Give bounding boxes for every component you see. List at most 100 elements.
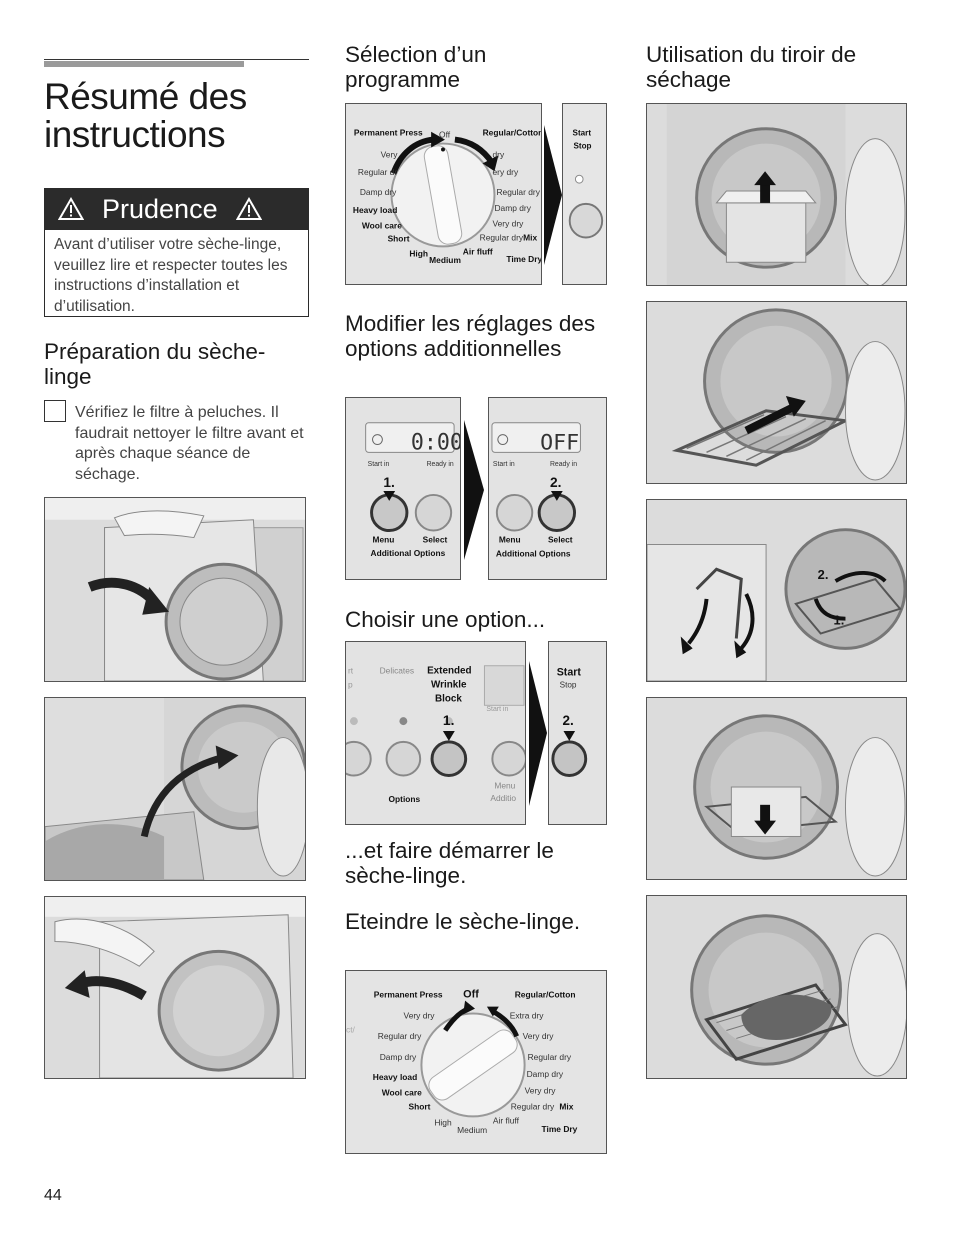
options-panel-step1: 0:00 Start in Ready in 1. Menu Select Ad… bbox=[345, 397, 461, 580]
dial-label: Regular dry bbox=[496, 187, 540, 197]
start-in-label: Start in bbox=[368, 461, 390, 468]
dial-label: Very dry bbox=[523, 1031, 555, 1041]
dial-label: ct/ bbox=[346, 1024, 356, 1034]
dial-label: Damp dry bbox=[527, 1069, 564, 1079]
illustration-insert-rack bbox=[646, 301, 907, 484]
warning-triangle-icon bbox=[235, 197, 262, 220]
title-rule-thin bbox=[44, 59, 309, 60]
display-readout: OFF bbox=[540, 430, 579, 455]
step-number: 2. bbox=[818, 567, 829, 582]
checklist-checkbox[interactable] bbox=[44, 400, 66, 422]
select-label: Select bbox=[423, 534, 448, 544]
dial-label: Regular/Cotton bbox=[515, 990, 576, 1000]
caution-title: Prudence bbox=[102, 193, 218, 224]
illustration-close-door bbox=[44, 896, 306, 1079]
select-label: Select bbox=[548, 534, 573, 544]
dial-label: Heavy load bbox=[353, 205, 397, 215]
dial-label: High bbox=[409, 248, 428, 258]
page-title: Résumé des instructions bbox=[44, 76, 247, 155]
page-number: 44 bbox=[44, 1187, 62, 1204]
wrinkle-label: Wrinkle bbox=[431, 679, 467, 690]
dial-label: Extra dry bbox=[510, 1010, 544, 1020]
illustration-rack-legs: 2. 1. bbox=[646, 499, 907, 682]
start-label: Start bbox=[557, 667, 582, 679]
dial-label: Short bbox=[388, 233, 410, 243]
dial-label: Very bbox=[381, 149, 399, 159]
dial-label: Damp dry bbox=[494, 203, 531, 213]
delicates-label: Delicates bbox=[380, 666, 415, 676]
prep-check-text: Vérifiez le filtre à peluches. Il faudra… bbox=[75, 404, 304, 483]
dial-label: Regular dry bbox=[528, 1052, 572, 1062]
start-in-label: Start in bbox=[493, 461, 515, 468]
panel-label: rt bbox=[348, 666, 354, 676]
rack-heading: Utilisation du tiroir de séchage bbox=[646, 42, 857, 92]
choose-option-panel: rt p Delicates Extended Wrinkle Block St… bbox=[345, 641, 526, 825]
options-panel-step2: OFF Start in Ready in 2. Menu Select Add… bbox=[488, 397, 607, 580]
additional-options-label: Additional Options bbox=[371, 548, 446, 558]
warning-triangle-icon bbox=[58, 197, 84, 220]
dial-label: Medium bbox=[429, 255, 461, 265]
dial-label: Short bbox=[409, 1101, 431, 1111]
illustration-load-laundry bbox=[44, 697, 306, 881]
caution-header: Prudence bbox=[44, 188, 309, 230]
modify-heading: Modifier les réglages des options additi… bbox=[345, 311, 596, 361]
start-label: Start bbox=[573, 129, 592, 138]
step-arrow-icon bbox=[464, 420, 484, 560]
start-stop-panel: Start Stop bbox=[562, 103, 607, 285]
dial-label: Very dry bbox=[492, 219, 524, 229]
dial-label: Mix bbox=[559, 1101, 573, 1111]
dial-label: Regular dry bbox=[480, 232, 524, 242]
dial-label: Time Dry bbox=[506, 254, 541, 264]
start-in-label: Start in bbox=[486, 706, 508, 713]
choose-heading: Choisir une option... bbox=[345, 607, 546, 632]
dial-label: Damp dry bbox=[360, 187, 397, 197]
dial-label: dry bbox=[492, 149, 504, 159]
program-dial-panel: Permanent Press Off Regular/Cotton Very … bbox=[345, 103, 542, 285]
panel-label: p bbox=[348, 679, 353, 689]
dial-label: Wool care bbox=[382, 1088, 422, 1098]
dial-label: Damp dry bbox=[380, 1052, 417, 1062]
off-dial-panel: Permanent Press Off Regular/Cotton Very … bbox=[345, 970, 607, 1154]
dial-label: Off bbox=[463, 989, 479, 1001]
dial-label: High bbox=[434, 1117, 452, 1127]
off-heading: Eteindre le sèche-linge. bbox=[345, 909, 581, 934]
dial-label: Very dry bbox=[525, 1086, 557, 1096]
display-readout: 0:00 bbox=[411, 430, 460, 455]
step-number: 2. bbox=[563, 713, 574, 728]
dial-label: ery dry bbox=[492, 167, 518, 177]
program-heading: Sélection d’un programme bbox=[345, 42, 487, 92]
menu-label: Menu bbox=[373, 534, 395, 544]
dial-label: Permanent Press bbox=[354, 128, 423, 138]
dial-label: Permanent Press bbox=[374, 990, 443, 1000]
prep-heading: Préparation du sèche-linge bbox=[44, 339, 266, 389]
stop-label: Stop bbox=[574, 141, 592, 150]
additional-label: Additio bbox=[490, 793, 516, 803]
menu-label: Menu bbox=[494, 780, 515, 790]
options-label: Options bbox=[389, 794, 421, 804]
dial-label: Regular dry bbox=[511, 1101, 555, 1111]
dial-label: Mix bbox=[523, 232, 537, 242]
title-rule-thick bbox=[44, 61, 244, 67]
dial-label: Regular dry bbox=[378, 1031, 422, 1041]
step-number: 2. bbox=[550, 475, 561, 490]
illustration-shoes-on-rack bbox=[646, 895, 907, 1079]
start-heading: ...et faire démarrer le sèche-linge. bbox=[345, 838, 554, 888]
dial-label: Regular dr bbox=[358, 167, 397, 177]
dial-label: Wool care bbox=[362, 221, 402, 231]
additional-options-label: Additional Options bbox=[496, 548, 571, 558]
start-button-panel: Start Stop 2. bbox=[548, 641, 607, 825]
illustration-remove-drawer bbox=[646, 103, 907, 286]
illustration-open-door bbox=[44, 497, 306, 682]
dial-label: Air fluff bbox=[463, 246, 493, 256]
dial-label: Time Dry bbox=[541, 1124, 577, 1134]
step-number: 1. bbox=[443, 712, 455, 728]
caution-text: Avant d’utiliser votre sèche-linge, veui… bbox=[44, 230, 309, 317]
ready-in-label: Ready in bbox=[427, 461, 454, 468]
dial-label: Off bbox=[439, 130, 451, 140]
step-number: 1. bbox=[383, 475, 394, 490]
ready-in-label: Ready in bbox=[550, 461, 577, 468]
extended-label: Extended bbox=[427, 666, 471, 677]
step-arrow-icon bbox=[529, 661, 547, 806]
illustration-drawer-into-rack bbox=[646, 697, 907, 880]
dial-label: Medium bbox=[457, 1125, 487, 1135]
